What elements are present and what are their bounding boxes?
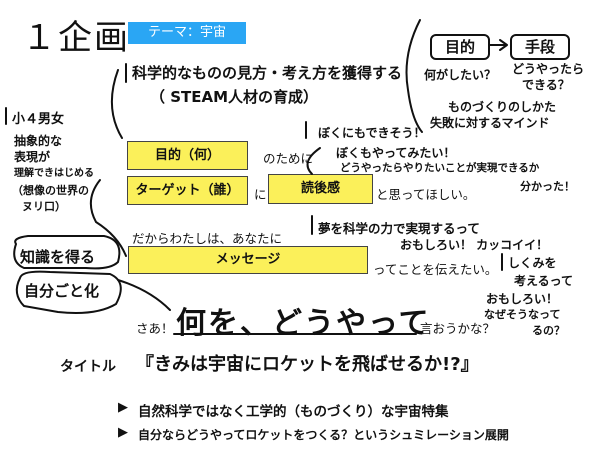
target-input-box: ターゲット（誰） (127, 176, 248, 205)
convey-text: ってことを伝えたい。 (373, 262, 498, 277)
personal-arrow (117, 279, 171, 311)
knowledge-circle (13, 235, 121, 270)
purpose-input-box: 目的（何） (127, 141, 248, 170)
means-box-label: 手段 (510, 34, 570, 60)
so-i-text: だからわたしは、あなたに (132, 231, 283, 246)
for-text: のために (263, 151, 314, 166)
think-note-3: おもしろい！ (486, 292, 559, 306)
think-note-4: なぜそうなって (484, 308, 561, 321)
monozukuri-note-1: ものづくりのしかた (448, 100, 557, 114)
saa-text: さあ！ (136, 321, 174, 336)
purpose-box-label: 目的 (430, 34, 490, 60)
what-want-note: 何がしたい？ (424, 68, 497, 82)
me-too-note: ぼくにもできそう！ (318, 126, 426, 140)
bullet-1-marker: ▶ (118, 400, 128, 415)
dream-note-2: おもしろい！ カッコイイ！ (400, 238, 549, 252)
think-note-2: 考えるって (514, 274, 574, 288)
think-note-1: しくみを (508, 256, 557, 270)
target-connector (89, 179, 127, 257)
theme-badge: テーマ：宇宙 (128, 22, 246, 44)
how-realize-note-1: どうやったらやりたいことが実現できるか (340, 162, 540, 174)
bullet-2-text: 自分ならどうやってロケットをつくる？というシュミレーション展開 (138, 428, 509, 442)
how-text: 何を、どうやって (176, 306, 431, 341)
personal-note: 自分ごと化 (24, 282, 100, 300)
means-bracket (405, 19, 423, 133)
personal-circle (15, 270, 122, 314)
how-realize-note-2: 分かった！ (520, 180, 575, 193)
dream-note-1: 夢を科学の力で実現するって (318, 221, 480, 236)
feeling-connector (306, 147, 321, 175)
want-try-note: ぼくもやってみたい！ (336, 146, 456, 160)
say-text: 言おうかな？ (420, 321, 496, 336)
bullet-2-marker: ▶ (118, 425, 128, 440)
steam-note: （ STEAM人材の育成） (150, 88, 319, 106)
abstract-note-4: （想像の世界の (12, 184, 89, 197)
title-text: 『きみは宇宙にロケットを飛ばせるか!?』 (136, 354, 479, 375)
science-to-purpose-curve (110, 69, 123, 139)
feeling-input-box: 読後感 (268, 174, 373, 204)
message-input-box: メッセージ (128, 246, 368, 274)
slide-title: １企画 (22, 18, 130, 58)
how-can-note-2: できる？ (522, 78, 570, 92)
ni-text: に (254, 187, 267, 202)
abstract-note-1: 抽象的な (14, 134, 63, 148)
bullet-1-text: 自然科学ではなく工学的（ものづくり）な宇宙特集 (138, 404, 449, 420)
how-can-note-1: どうやったら (512, 62, 585, 76)
purpose-means-arrow-head (499, 39, 508, 51)
grade-note: 小４男女 (12, 112, 65, 127)
abstract-note-2: 表現が (14, 150, 51, 164)
abstract-note-3: 理解できはじめる (14, 168, 94, 179)
think-note-5: るの？ (532, 324, 565, 337)
monozukuri-note-2: 失敗に対するマインド (430, 116, 550, 130)
want-text: と思ってほしい。 (376, 187, 476, 202)
science-learn-note: 科学的なものの見方・考え方を獲得する (132, 64, 403, 82)
title-label: タイトル (60, 359, 116, 375)
abstract-note-5: ヌリ口） (22, 200, 66, 213)
knowledge-note: 知識を得る (20, 248, 96, 266)
